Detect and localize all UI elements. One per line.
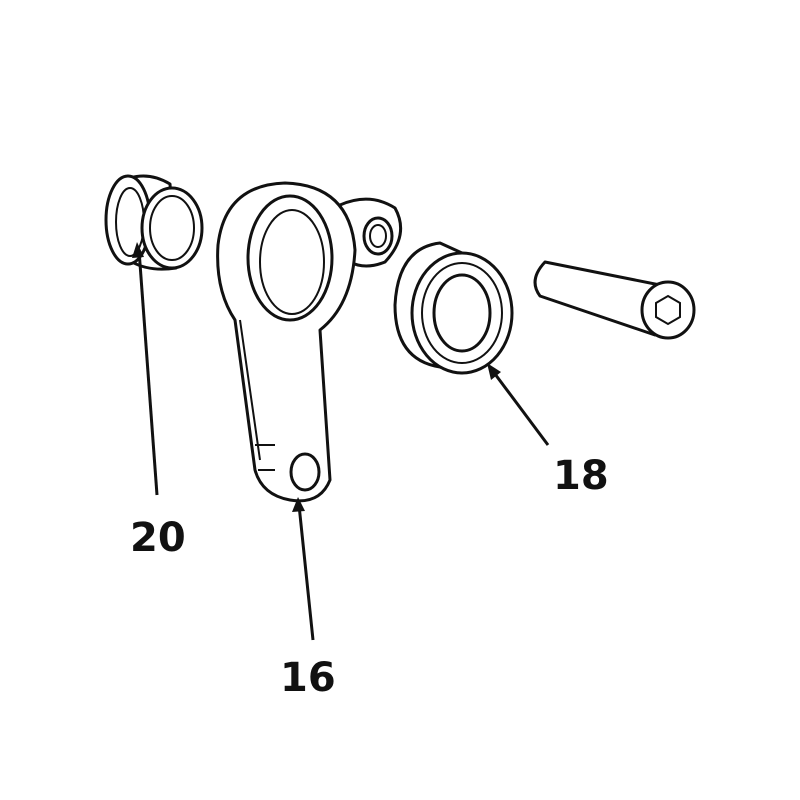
callout-label-18: 18 — [553, 453, 609, 499]
link-arm-part-16 — [216, 181, 403, 503]
callout-label-16: 16 — [280, 655, 336, 701]
leader-line-18 — [487, 363, 550, 446]
bushing-part-20 — [104, 174, 204, 271]
bolt-part — [533, 260, 696, 340]
bearing-part-18 — [393, 241, 514, 375]
leader-line-16 — [292, 497, 315, 641]
callout-label-20: 20 — [130, 515, 186, 561]
leader-line-20 — [132, 242, 159, 496]
